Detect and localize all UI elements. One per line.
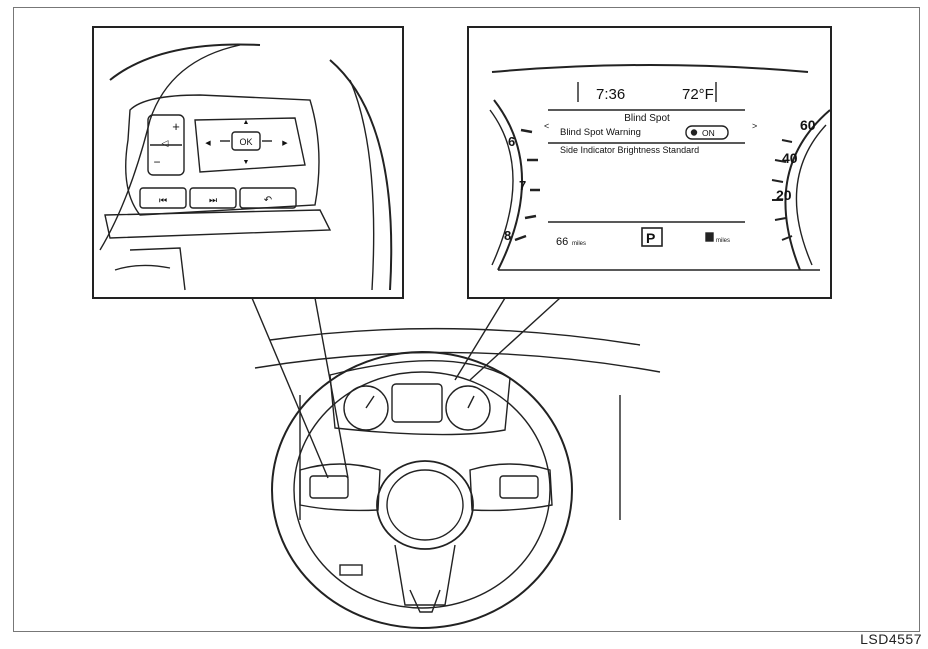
menu-title: Blind Spot xyxy=(624,113,670,124)
menu-item-side-indicator-brightness: Side Indicator Brightness Standard xyxy=(560,145,699,155)
tach-label-7: 7 xyxy=(519,178,526,193)
blind-spot-warning-state: ON xyxy=(702,128,715,138)
outside-temperature: 72°F xyxy=(682,86,714,103)
figure-code: LSD4557 xyxy=(860,631,922,647)
gear-indicator: P xyxy=(646,230,655,246)
back-icon: ↶ xyxy=(264,195,272,206)
menu-right-arrow-icon: > xyxy=(752,121,757,131)
range-value: 66 xyxy=(556,236,568,248)
figure-border xyxy=(13,7,920,632)
up-arrow-icon: ▲ xyxy=(243,119,250,126)
tach-ticks xyxy=(514,128,540,242)
down-arrow-icon: ▼ xyxy=(243,159,250,166)
clock-readout: 7:36 xyxy=(596,86,625,103)
prev-track-icon: ⏮ xyxy=(159,195,167,205)
left-arrow-icon: ◀ xyxy=(205,140,211,147)
ok-button-label: OK xyxy=(239,137,252,147)
menu-item-blind-spot-warning: Blind Spot Warning xyxy=(560,127,641,138)
right-arrow-icon: ▶ xyxy=(282,140,288,147)
steering-wheel-overview xyxy=(254,327,661,629)
speed-label-40: 40 xyxy=(782,150,798,166)
fuel-range-unit: miles xyxy=(716,238,730,244)
volume-down-symbol: − xyxy=(153,155,160,169)
callout-leaders xyxy=(251,297,561,479)
speed-label-20: 20 xyxy=(776,187,792,203)
cluster-inset: 7:36 72°F Blind Spot < > Blind Spot Warn… xyxy=(467,26,832,299)
speed-label-60: 60 xyxy=(800,117,816,133)
speaker-icon: ◁ xyxy=(162,138,169,148)
next-track-icon: ⏭ xyxy=(209,195,217,205)
menu-left-arrow-icon: < xyxy=(544,121,549,131)
tach-label-8: 8 xyxy=(504,228,511,243)
switch-inset: + − OK ⏮ ⏭ ↶ ▲ ▼ ◀ ▶ ◁ xyxy=(92,26,404,299)
speed-ticks xyxy=(771,139,793,241)
volume-up-symbol: + xyxy=(172,119,180,134)
range-unit: miles xyxy=(572,241,586,247)
tach-label-6: 6 xyxy=(508,134,515,149)
